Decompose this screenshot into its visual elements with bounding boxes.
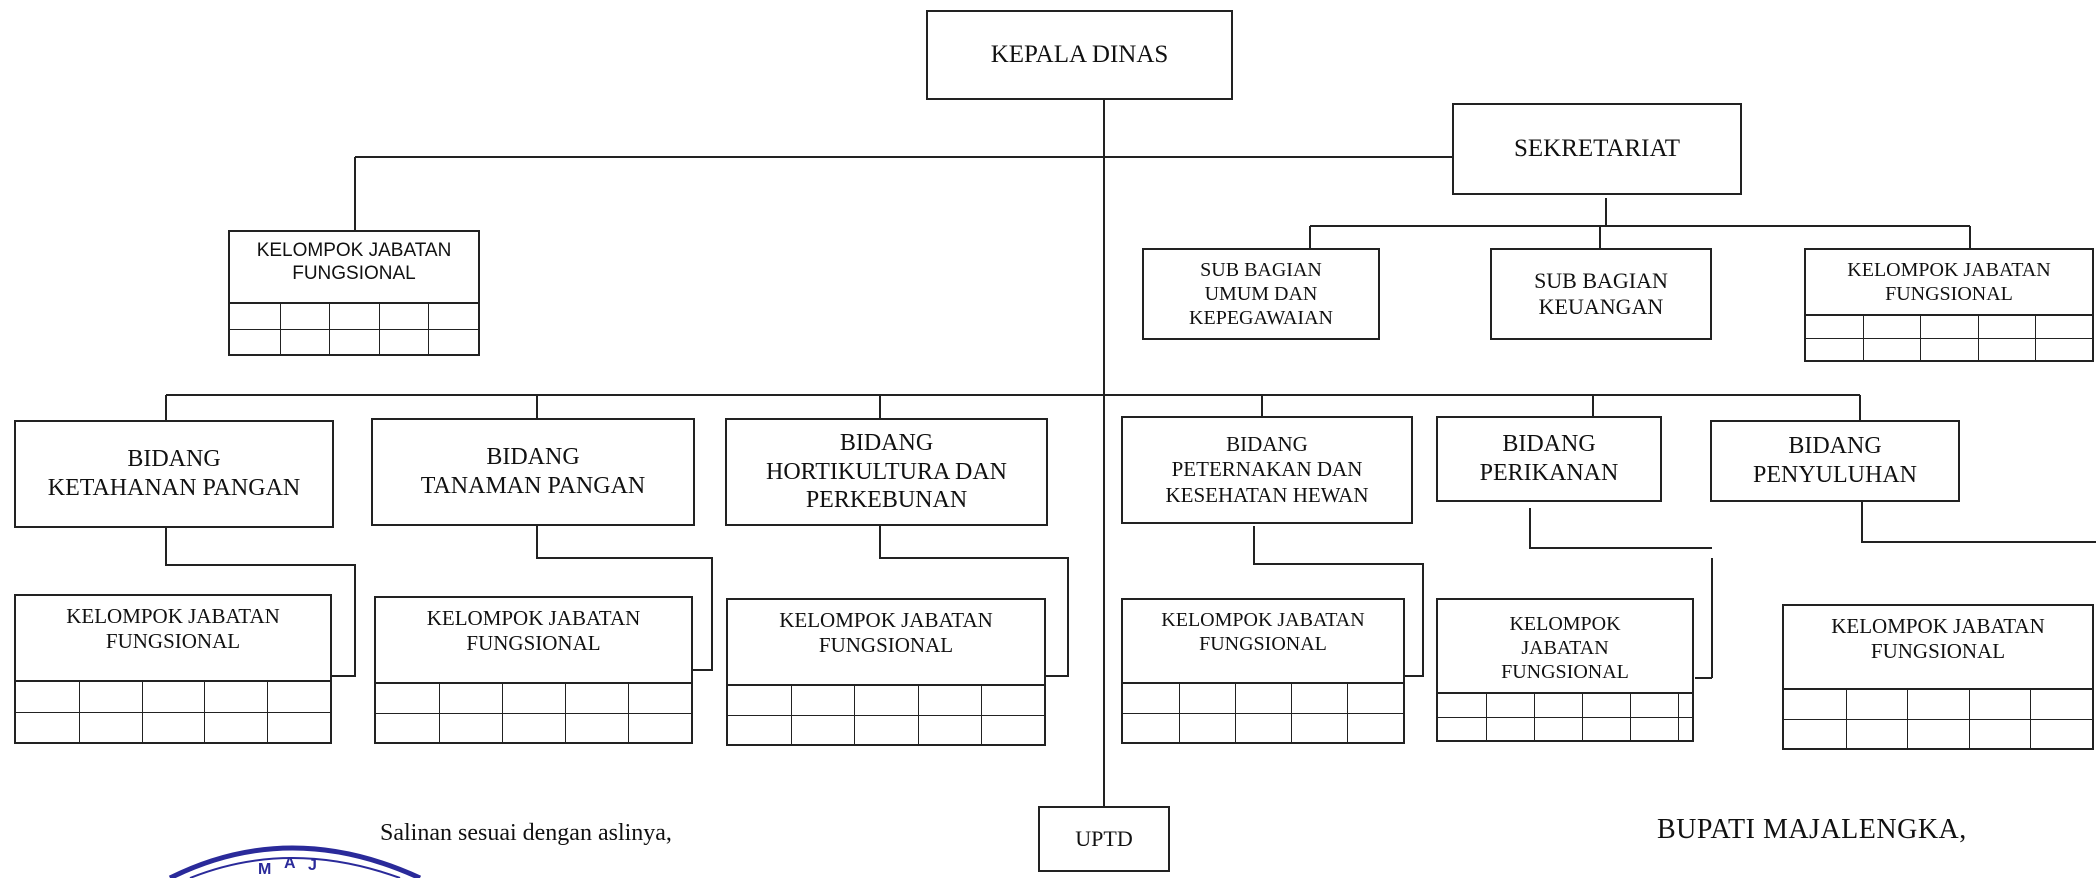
jf-top-left-label: KELOMPOK JABATAN FUNGSIONAL (256, 240, 452, 284)
signatory: BUPATI MAJALENGKA, (1657, 814, 1967, 845)
jf-bidang-perikanan: KELOMPOK JABATAN FUNGSIONAL (1436, 598, 1694, 742)
svg-text:M: M (258, 861, 271, 878)
jf-grid (1806, 314, 2092, 360)
uptd-label: UPTD (1075, 825, 1133, 851)
bidang-perikanan: BIDANG PERIKANAN (1436, 416, 1662, 502)
bidang-ketahanan-pangan: BIDANG KETAHANAN PANGAN (14, 420, 334, 528)
jf-bidang-penyuluhan-label: KELOMPOK JABATAN FUNGSIONAL (1831, 614, 2045, 664)
jf-grid (728, 684, 1044, 744)
uptd-box: UPTD (1038, 806, 1170, 872)
sub-bagian-umum-label: SUB BAGIAN UMUM DAN KEPEGAWAIAN (1189, 259, 1333, 329)
svg-text:J: J (308, 857, 317, 874)
jf-grid (376, 682, 691, 742)
head-box: KEPALA DINAS (926, 10, 1233, 100)
bidang-tanaman-pangan: BIDANG TANAMAN PANGAN (371, 418, 695, 526)
jf-bidang-ketahanan: KELOMPOK JABATAN FUNGSIONAL (14, 594, 332, 744)
bidang-peternakan-label: BIDANG PETERNAKAN DAN KESEHATAN HEWAN (1165, 432, 1369, 507)
svg-text:A: A (284, 855, 296, 872)
jf-grid (1123, 682, 1403, 742)
copy-note: Salinan sesuai dengan aslinya, (380, 820, 672, 846)
jf-bidang-tanaman: KELOMPOK JABATAN FUNGSIONAL (374, 596, 693, 744)
bidang-perikanan-label: BIDANG PERIKANAN (1479, 431, 1619, 486)
secretariat-box: SEKRETARIAT (1452, 103, 1742, 195)
jf-bidang-hortikultura-label: KELOMPOK JABATAN FUNGSIONAL (779, 608, 993, 658)
bidang-ketahanan-pangan-label: BIDANG KETAHANAN PANGAN (47, 446, 301, 501)
official-stamp: M A J (168, 845, 422, 878)
bidang-peternakan: BIDANG PETERNAKAN DAN KESEHATAN HEWAN (1121, 416, 1413, 524)
jf-secretariat: KELOMPOK JABATAN FUNGSIONAL (1804, 248, 2094, 362)
sub-bagian-umum-box: SUB BAGIAN UMUM DAN KEPEGAWAIAN (1142, 248, 1380, 340)
jf-bidang-perikanan-label: KELOMPOK JABATAN FUNGSIONAL (1501, 613, 1629, 683)
sub-bagian-keuangan-label: SUB BAGIAN KEUANGAN (1534, 267, 1668, 319)
jf-secretariat-label: KELOMPOK JABATAN FUNGSIONAL (1847, 259, 2051, 305)
sub-bagian-keuangan-box: SUB BAGIAN KEUANGAN (1490, 248, 1712, 340)
jf-bidang-peternakan: KELOMPOK JABATAN FUNGSIONAL (1121, 598, 1405, 744)
jf-bidang-peternakan-label: KELOMPOK JABATAN FUNGSIONAL (1161, 609, 1365, 655)
bidang-hortikultura: BIDANG HORTIKULTURA DAN PERKEBUNAN (725, 418, 1048, 526)
jf-bidang-ketahanan-label: KELOMPOK JABATAN FUNGSIONAL (66, 604, 280, 654)
bidang-penyuluhan-label: BIDANG PENYULUHAN (1753, 433, 1917, 488)
jf-bidang-hortikultura: KELOMPOK JABATAN FUNGSIONAL (726, 598, 1046, 746)
jf-bidang-penyuluhan: KELOMPOK JABATAN FUNGSIONAL (1782, 604, 2094, 750)
jf-grid (1438, 692, 1692, 740)
bidang-penyuluhan: BIDANG PENYULUHAN (1710, 420, 1960, 502)
bidang-tanaman-pangan-label: BIDANG TANAMAN PANGAN (420, 444, 646, 499)
jf-bidang-tanaman-label: KELOMPOK JABATAN FUNGSIONAL (426, 606, 641, 656)
jf-grid (230, 302, 478, 354)
jf-grid (1784, 688, 2092, 748)
jf-grid (16, 680, 330, 742)
bidang-hortikultura-label: BIDANG HORTIKULTURA DAN PERKEBUNAN (765, 429, 1007, 514)
jf-top-left: KELOMPOK JABATAN FUNGSIONAL (228, 230, 480, 356)
head-label: KEPALA DINAS (990, 41, 1169, 68)
secretariat-label: SEKRETARIAT (1513, 135, 1681, 162)
